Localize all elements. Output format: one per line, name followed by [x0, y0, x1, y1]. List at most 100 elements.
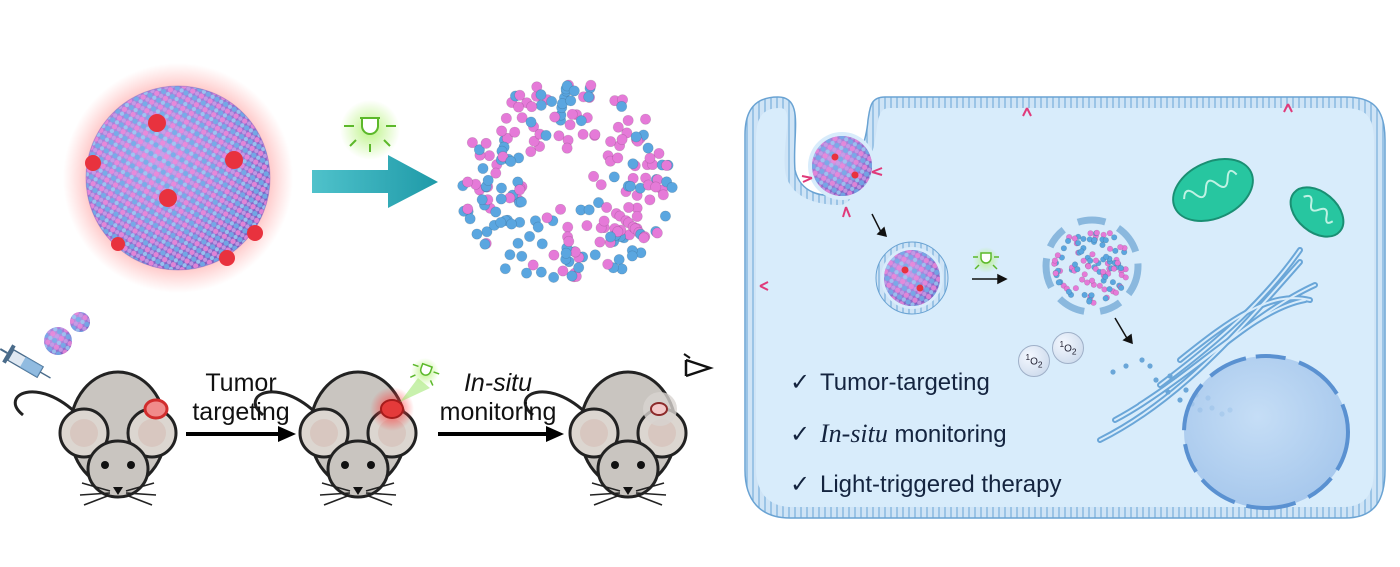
particle [1114, 259, 1121, 267]
mouse-whiskers [79, 482, 157, 506]
particle [1074, 266, 1081, 273]
particle [541, 212, 553, 224]
mouse-eye-right [637, 461, 645, 469]
check-icon: ✓ [790, 421, 811, 448]
mouse-whiskers [319, 482, 397, 506]
mouse-ear-inner-left [70, 419, 98, 447]
particle [1087, 230, 1094, 237]
particle [1052, 270, 1059, 277]
particle [1106, 245, 1114, 252]
tumor-spot-1 [143, 398, 169, 420]
particle [650, 181, 662, 193]
particle [666, 181, 678, 193]
particle [1099, 241, 1106, 249]
particle [497, 151, 509, 163]
particle [526, 101, 538, 113]
particle [509, 126, 521, 138]
o2-sub: 2 [1037, 359, 1043, 370]
mouse-nose [623, 487, 633, 495]
singlet-oxygen-1: 1O2 [1018, 345, 1050, 377]
particle [499, 263, 511, 275]
bullet-tumor-targeting: ✓Tumor-targeting [790, 368, 990, 397]
step2-label: In-situ monitoring [428, 369, 568, 427]
particle [1110, 265, 1118, 272]
particle [553, 130, 565, 142]
particle [1055, 279, 1062, 286]
particle [661, 159, 673, 171]
particle [549, 111, 561, 123]
particle [524, 230, 536, 242]
particle [548, 249, 560, 261]
step2-line2: monitoring [439, 398, 557, 426]
nucleus-icon [1182, 354, 1350, 510]
particle [514, 184, 526, 196]
particle [479, 238, 491, 250]
particle [1074, 239, 1082, 247]
mitochondria-icon-2 [1289, 186, 1345, 238]
particle [564, 119, 576, 131]
receptors [759, 103, 1293, 291]
particle [565, 95, 577, 107]
particle [1072, 285, 1079, 292]
mouse-eye-left [101, 461, 109, 469]
particle [555, 203, 567, 215]
bullet-text: Light-triggered therapy [820, 471, 1062, 498]
mouse-icon-1 [13, 370, 178, 506]
mouse-ear-inner-right [648, 419, 676, 447]
mouse-eye-left [341, 461, 349, 469]
particle [651, 227, 663, 239]
particle [540, 129, 552, 141]
particle [1081, 291, 1088, 299]
mitochondria-icon-1 [1172, 158, 1254, 222]
particle [476, 194, 488, 206]
particle [1117, 265, 1125, 272]
particle [1102, 295, 1109, 302]
particle [642, 142, 654, 154]
nanoparticle [63, 63, 293, 293]
particle [1106, 230, 1113, 237]
particle [1112, 289, 1120, 296]
cell-arrows [871, 213, 1133, 345]
vesicle [1139, 357, 1145, 363]
particle [573, 262, 585, 274]
particle [490, 167, 502, 179]
mouse-tail [253, 390, 320, 417]
mouse-tail [13, 390, 80, 417]
particle [581, 220, 593, 232]
vesicle [1183, 387, 1189, 393]
particle [482, 174, 494, 186]
particle [568, 85, 580, 97]
vesicle [1123, 363, 1129, 369]
particle [505, 155, 517, 167]
particle [575, 115, 587, 127]
particle [473, 144, 485, 156]
broken-endosome [1042, 216, 1142, 316]
particle [496, 125, 508, 137]
particle [624, 180, 636, 192]
particle [605, 136, 617, 148]
mouse-ear-inner-right [138, 419, 166, 447]
particle [644, 194, 656, 206]
particle [1118, 284, 1125, 291]
particle [588, 170, 600, 182]
particle [563, 235, 575, 247]
particle [515, 196, 527, 208]
particle [1071, 235, 1078, 242]
particle [1111, 234, 1118, 241]
mouse-ear-inner-left [310, 419, 338, 447]
particle [466, 137, 478, 149]
particle [516, 250, 528, 262]
particle [506, 218, 518, 230]
particle [1088, 292, 1095, 299]
particle [481, 226, 493, 238]
particle [1084, 279, 1091, 286]
mouse-whiskers [589, 482, 667, 506]
particle [1060, 245, 1067, 252]
particle [566, 270, 578, 282]
particle [532, 221, 544, 233]
arrow-targeting [186, 426, 296, 442]
mouse-eye-left [611, 461, 619, 469]
vesicle [1153, 377, 1159, 383]
particle [546, 95, 558, 107]
